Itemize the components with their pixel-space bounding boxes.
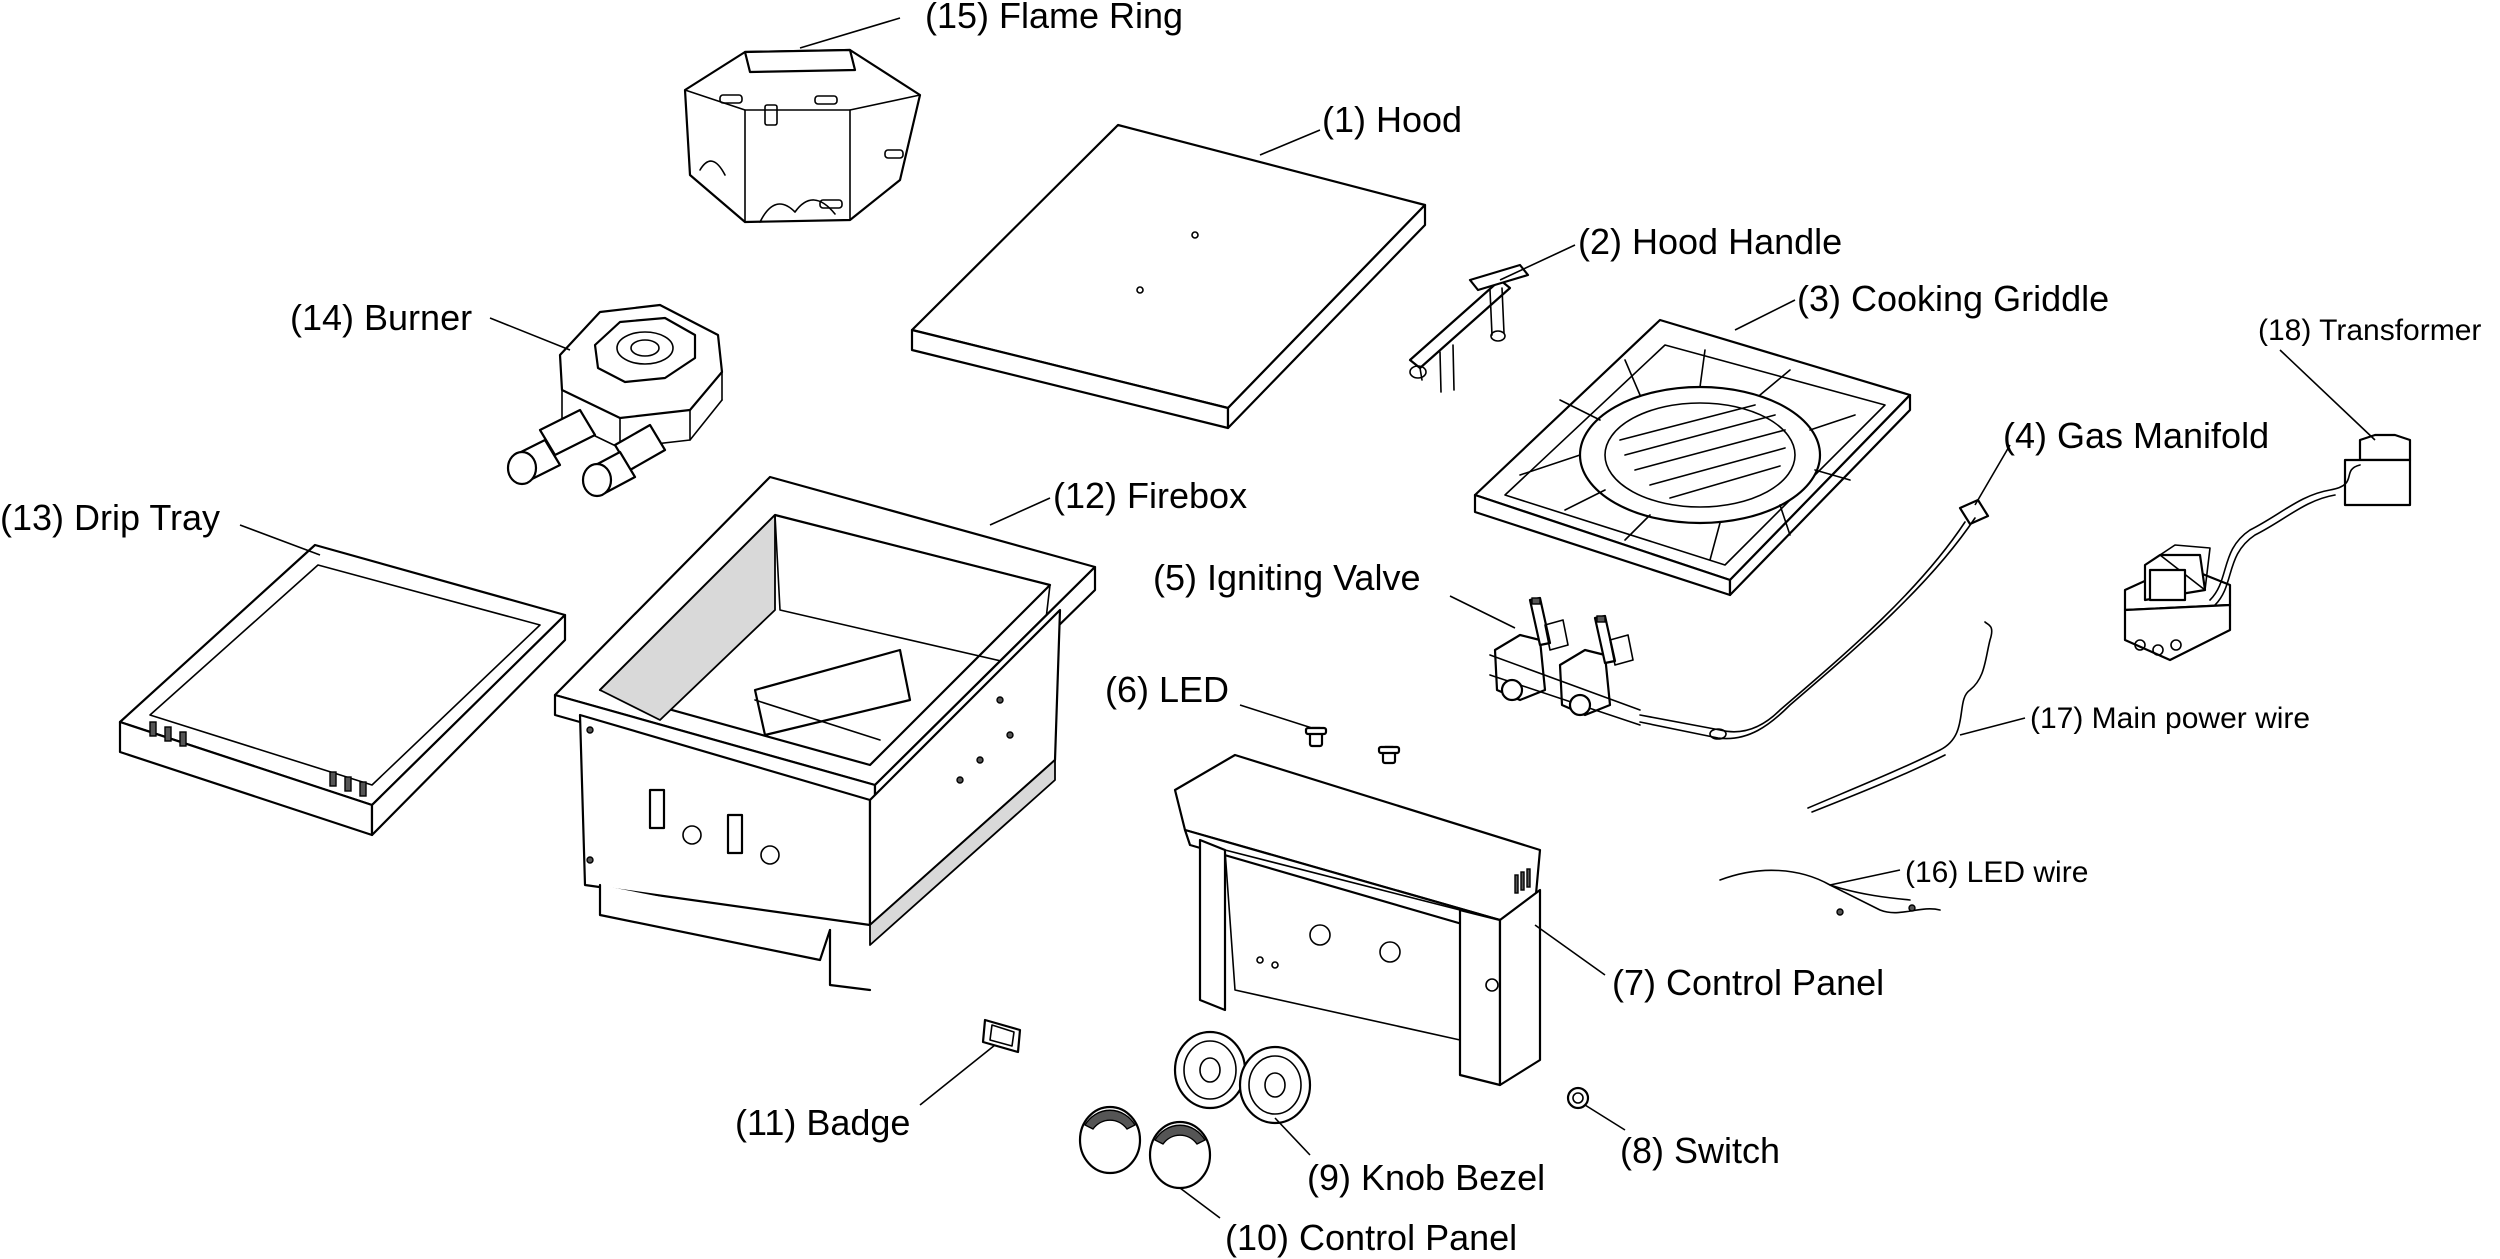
drip-tray-leader	[239, 524, 321, 556]
burner-part	[506, 303, 724, 498]
label-badge: (11) Badge	[735, 1102, 910, 1143]
label-hood: (1) Hood	[1322, 99, 1462, 140]
transformer-part	[2123, 433, 2412, 662]
hood-part	[910, 123, 1427, 430]
switch-part	[1566, 1086, 1590, 1110]
label-firebox: (12) Firebox	[1053, 475, 1247, 516]
cooking-griddle-part	[1473, 318, 1912, 597]
control-panel-part	[1173, 753, 1542, 1087]
led-wire-leader	[1829, 869, 1901, 886]
hood-leader	[1259, 129, 1321, 156]
label-control-panel-10: (10) Control Panel	[1225, 1217, 1517, 1258]
main-power-wire-leader	[1959, 717, 2026, 736]
cooking-griddle-leader	[1734, 299, 1796, 331]
label-hood-handle: (2) Hood Handle	[1578, 221, 1842, 262]
label-led: (6) LED	[1105, 669, 1229, 710]
label-igniting-valve: (5) Igniting Valve	[1153, 557, 1420, 598]
label-transformer: (18) Transformer	[2258, 314, 2481, 347]
flame-ring-part	[683, 48, 922, 224]
led-wire-part	[1719, 869, 1941, 916]
main-power-wire-part	[1807, 621, 1993, 813]
label-gas-manifold: (4) Gas Manifold	[2003, 415, 2269, 456]
label-flame-ring: (15) Flame Ring	[925, 0, 1183, 36]
led-leader	[1239, 704, 1313, 729]
knob-bezel-part	[1173, 1030, 1312, 1125]
control-knobs-part	[1078, 1105, 1212, 1190]
label-knob-bezel: (9) Knob Bezel	[1307, 1157, 1545, 1198]
transformer-leader	[2279, 349, 2376, 441]
firebox-leader	[989, 497, 1051, 526]
control-panel-leader	[1534, 924, 1606, 976]
flame-ring-leader	[799, 17, 901, 49]
control-knobs-leader	[1179, 1187, 1221, 1219]
badge-leader	[919, 1044, 996, 1106]
label-control-panel-7: (7) Control Panel	[1612, 962, 1884, 1003]
hood-handle-part	[1408, 263, 1530, 393]
label-burner: (14) Burner	[290, 297, 472, 338]
badge-part	[981, 1018, 1022, 1054]
label-led-wire: (16) LED wire	[1905, 856, 2088, 889]
label-main-power-wire: (17) Main power wire	[2030, 702, 2310, 735]
knob-bezel-leader	[1274, 1117, 1311, 1156]
burner-leader	[489, 317, 571, 351]
drip-tray-part	[118, 543, 567, 837]
label-switch: (8) Switch	[1620, 1130, 1780, 1171]
switch-leader	[1584, 1104, 1626, 1131]
led-part	[1304, 726, 1401, 765]
igniting-valve-leader	[1449, 595, 1516, 629]
gas-manifold-leader	[1974, 444, 2011, 506]
hood-handle-leader	[1499, 244, 1576, 281]
label-drip-tray: (13) Drip Tray	[0, 497, 220, 538]
igniting-valve-part	[1489, 596, 1641, 726]
label-cooking-griddle: (3) Cooking Griddle	[1797, 278, 2109, 319]
gas-manifold-part	[1639, 498, 1990, 740]
firebox-part	[553, 475, 1097, 992]
